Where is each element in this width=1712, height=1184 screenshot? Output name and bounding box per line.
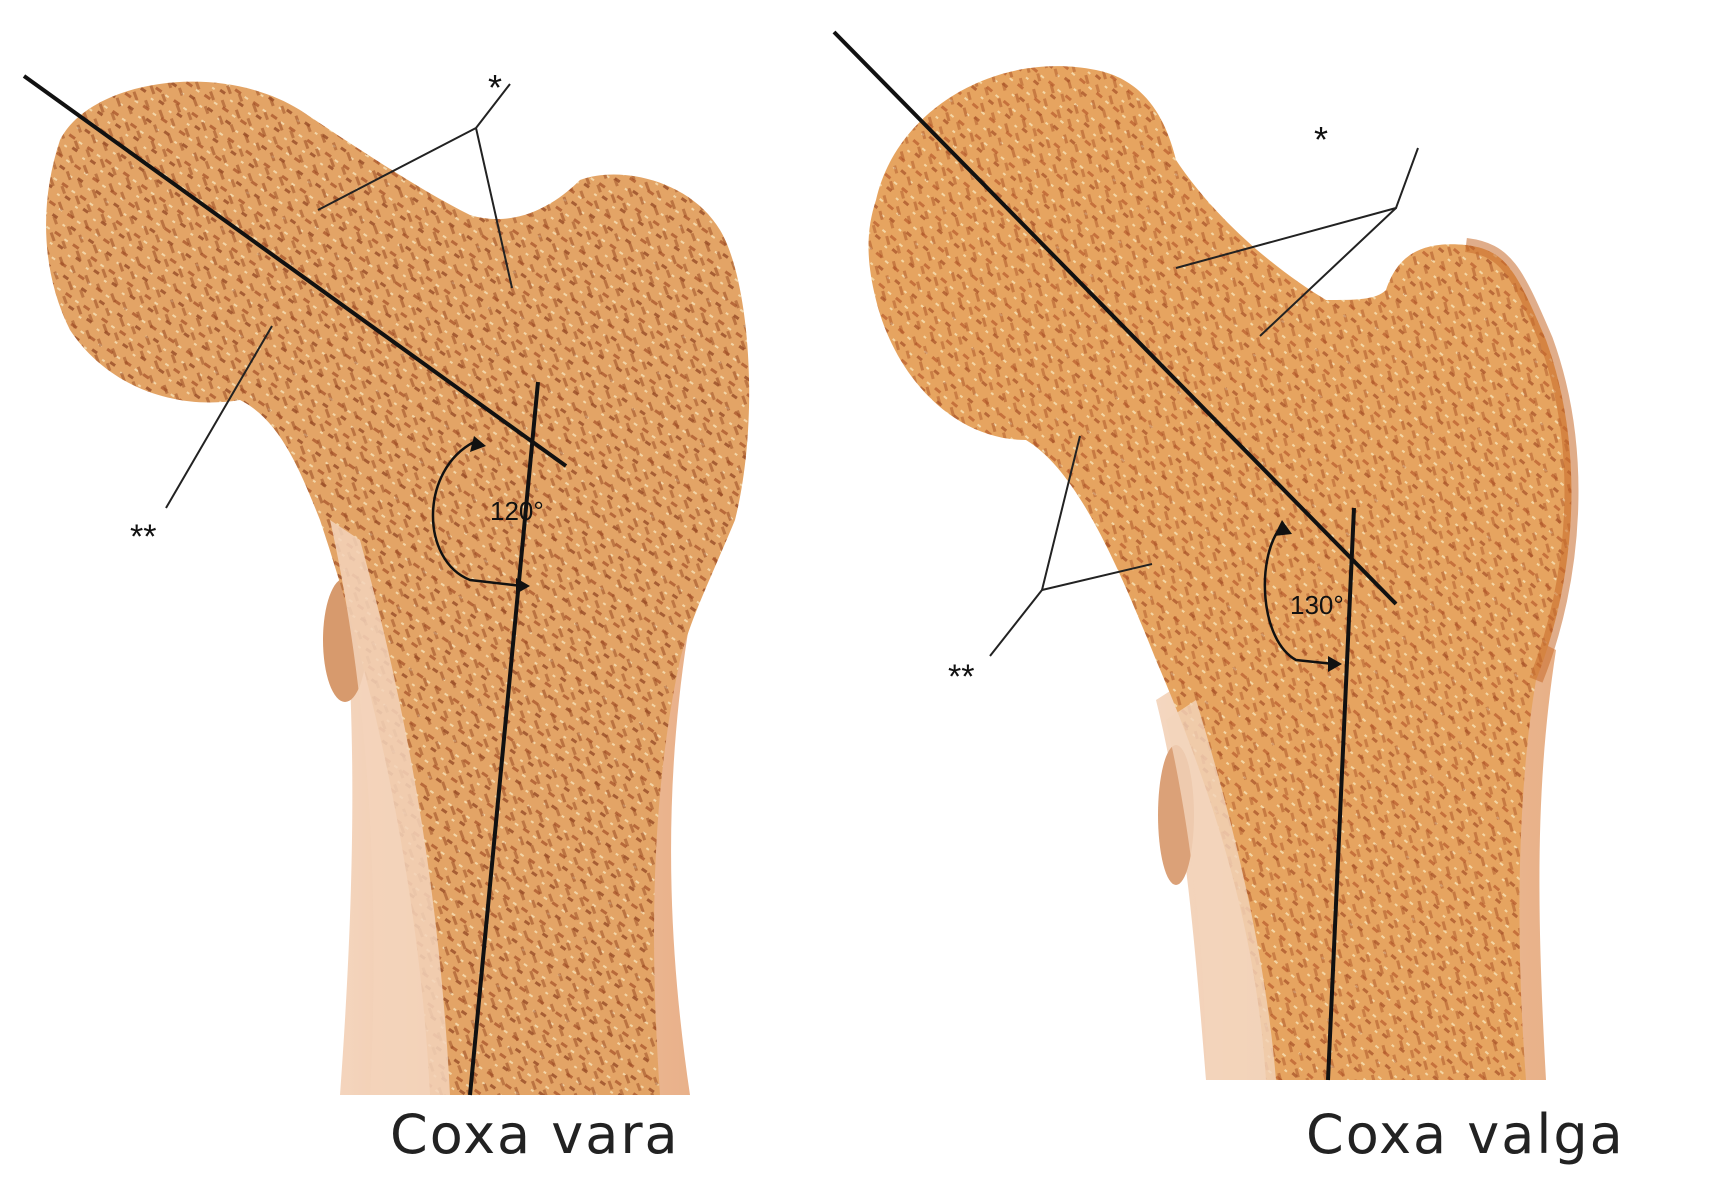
neck-shaft-angle-label: 120° bbox=[490, 496, 544, 526]
double-asterisk-label: ** bbox=[948, 658, 974, 696]
coxa-valga-panel: * ** 130° Coxa valga bbox=[856, 0, 1712, 1100]
double-asterisk-label: ** bbox=[130, 518, 156, 556]
single-asterisk-label: * bbox=[488, 67, 502, 108]
coxa-valga-caption: Coxa valga bbox=[1306, 1103, 1625, 1166]
coxa-vara-caption: Coxa vara bbox=[390, 1103, 680, 1166]
coxa-vara-specimen-image: * ** 120° bbox=[0, 0, 830, 1100]
neck-shaft-angle-label: 130° bbox=[1290, 590, 1344, 620]
single-asterisk-label: * bbox=[1314, 119, 1328, 160]
coxa-valga-specimen-image: * ** 130° bbox=[856, 0, 1712, 1100]
coxa-vara-panel: * ** 120° Coxa vara bbox=[0, 0, 830, 1100]
